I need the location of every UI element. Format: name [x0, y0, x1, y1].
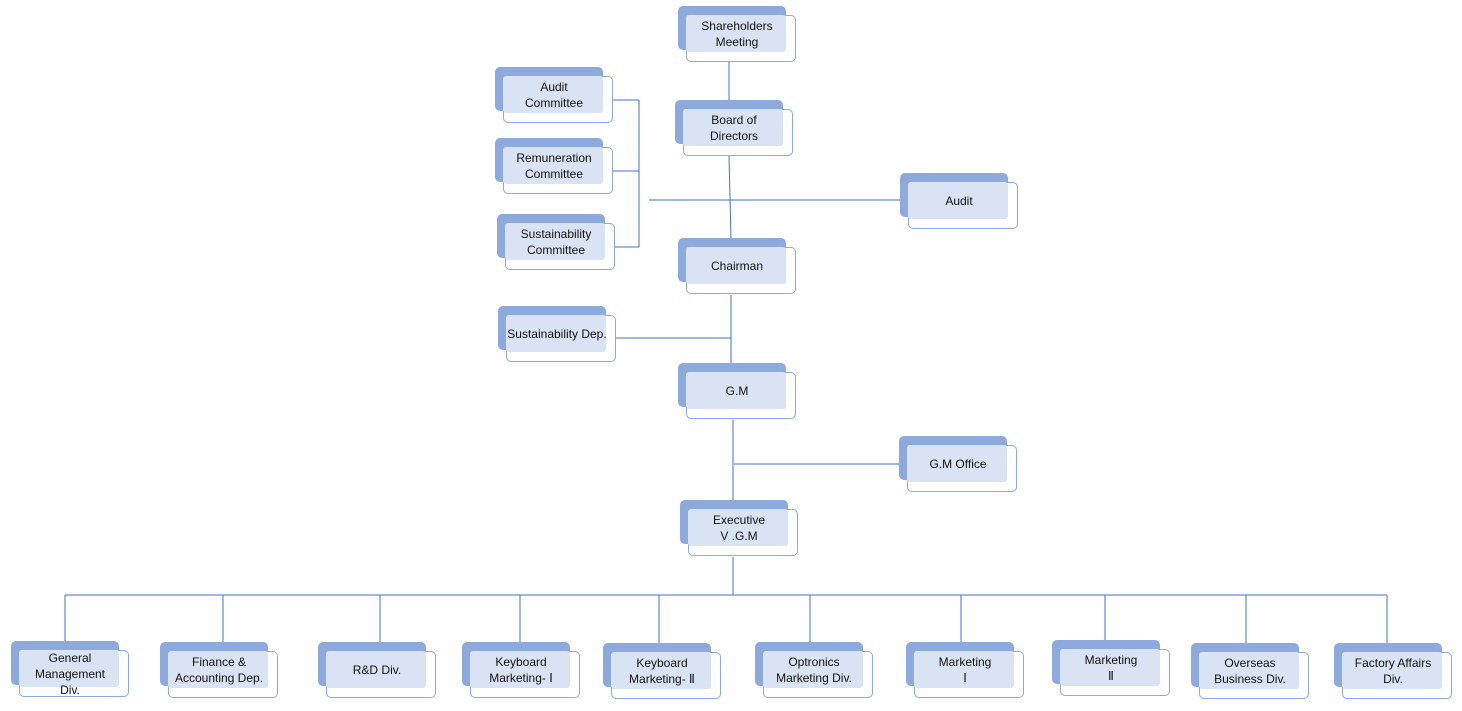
node-label: Remuneration Committee [516, 151, 592, 181]
node-sustainability-dep: Sustainability Dep. [498, 306, 616, 362]
node-label: Marketing Ⅰ [938, 655, 992, 685]
node-audit-committee: Audit Committee [495, 67, 613, 123]
node-keyboard-marketing-2: Keyboard Marketing- Ⅱ [603, 643, 721, 699]
node-shareholders-meeting: Shareholders Meeting [678, 6, 796, 62]
node-optronics-marketing-div: Optronics Marketing Div. [755, 642, 873, 698]
node-rnd-div: R&D Div. [318, 642, 436, 698]
node-remuneration-committee: Remuneration Committee [495, 138, 613, 194]
node-label: Optronics Marketing Div. [776, 655, 852, 685]
node-label: R&D Div. [352, 663, 402, 677]
connector-board-chairman [728, 155, 732, 240]
node-audit: Audit [900, 173, 1018, 229]
node-marketing-2: Marketing Ⅱ [1052, 640, 1170, 696]
node-general-management-div: General Management Div. [11, 641, 129, 697]
node-label: Chairman [710, 259, 764, 273]
node-label: General Management Div. [34, 651, 106, 697]
node-label: Factory Affairs Div. [1354, 656, 1432, 686]
node-label: Keyboard Marketing- Ⅱ [629, 656, 695, 686]
node-label: Sustainability Committee [520, 227, 592, 257]
node-keyboard-marketing-1: Keyboard Marketing- Ⅰ [462, 642, 580, 698]
node-marketing-1: Marketing Ⅰ [906, 642, 1024, 698]
node-label: Finance & Accounting Dep. [174, 655, 264, 685]
node-label: Audit Committee [524, 80, 583, 110]
node-label: G.M Office [929, 457, 987, 471]
node-label: Marketing Ⅱ [1084, 653, 1138, 683]
node-label: Executive V .G.M [712, 513, 766, 543]
node-executive-vgm: Executive V .G.M [680, 500, 798, 556]
node-overseas-business-div: Overseas Business Div. [1191, 643, 1309, 699]
node-sustainability-committee: Sustainability Committee [497, 214, 615, 270]
node-finance-accounting-dep: Finance & Accounting Dep. [160, 642, 278, 698]
node-board-of-directors: Board of Directors [675, 100, 793, 156]
node-chairman: Chairman [678, 238, 796, 294]
node-label: Shareholders Meeting [701, 19, 773, 49]
node-label: Board of Directors [709, 113, 758, 143]
node-gm-office: G.M Office [899, 436, 1017, 492]
node-label: Sustainability Dep. [507, 327, 607, 341]
node-gm: G.M [678, 363, 796, 419]
node-factory-affairs-div: Factory Affairs Div. [1334, 643, 1452, 699]
node-label: Keyboard Marketing- Ⅰ [489, 655, 553, 685]
node-label: G.M [725, 384, 749, 398]
node-label: Audit [945, 194, 973, 208]
node-label: Overseas Business Div. [1214, 656, 1286, 686]
